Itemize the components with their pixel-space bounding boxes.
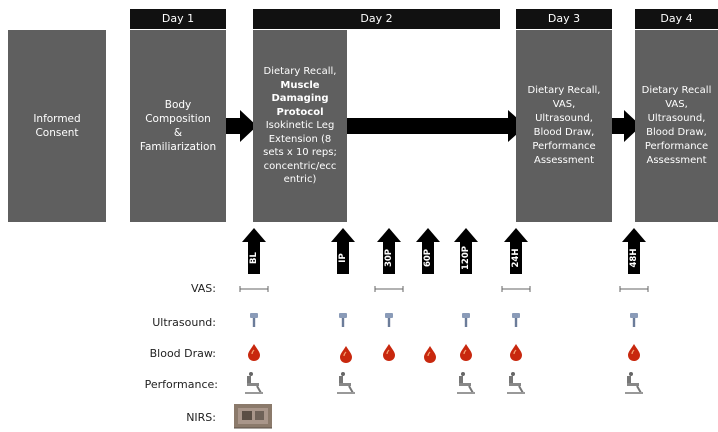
day2-rest-3: sets x 10 reps;: [263, 147, 337, 159]
day-2-header: Day 2: [253, 9, 500, 29]
performance-icon-ip: [336, 371, 356, 395]
ultrasound-icon-48h: [630, 313, 638, 327]
day4-box: Dietary Recall VAS, Ultrasound, Blood Dr…: [635, 30, 718, 222]
nirs-device-icon: [234, 404, 272, 429]
day3-line-2: VAS,: [552, 99, 576, 110]
ultrasound-icon-30p: [385, 313, 393, 327]
day4-line-3: Ultrasound,: [647, 113, 706, 124]
timepoint-arrow-60p: [416, 228, 440, 274]
day4-line-5: Performance: [644, 141, 709, 152]
day1-line-3: &: [173, 127, 183, 139]
day2-bold-1: Muscle: [280, 79, 320, 91]
day1-line-4: Familiarization: [139, 141, 217, 153]
day4-line-6: Assessment: [646, 155, 707, 166]
day3-line-4: Blood Draw,: [533, 127, 595, 138]
day3-line-6: Assessment: [534, 155, 594, 166]
day2-rest-1: Isokinetic Leg: [265, 120, 335, 132]
blood-drop-icon-30p: [382, 343, 396, 362]
day3-line-5: Performance: [532, 141, 596, 152]
day1-line-2: Composition: [145, 113, 211, 125]
timepoint-arrow-24h: [504, 228, 528, 274]
ultrasound-icon-120p: [462, 313, 470, 327]
ultrasound-icon-ip: [339, 313, 347, 327]
day-3-header: Day 3: [516, 9, 612, 29]
day2-rest-4: concentric/ecc: [263, 160, 337, 172]
informed-consent-box: Informed Consent: [8, 30, 106, 222]
blood-drop-icon-48h: [627, 343, 641, 362]
timepoint-arrow-ip: [331, 228, 355, 274]
day2-box: Dietary Recall, Muscle Damaging Protocol…: [253, 30, 347, 222]
blood-drop-icon-bl: [247, 343, 261, 362]
vas-marker-24h: [501, 285, 531, 293]
ultrasound-icon-24h: [512, 313, 520, 327]
row-label-blood-draw: Blood Draw:: [149, 347, 216, 360]
row-label-ultrasound: Ultrasound:: [152, 316, 216, 329]
arrow-day1-to-day2: [224, 110, 257, 142]
blood-drop-icon-24h: [509, 343, 523, 362]
timepoint-arrow-120p: [454, 228, 478, 274]
vas-marker-30p: [374, 285, 404, 293]
day2-line-1: Dietary Recall,: [263, 66, 337, 78]
day2-rest-5: entric): [283, 174, 317, 186]
arrow-day3-to-day4: [610, 110, 641, 142]
day4-line-2: VAS,: [665, 99, 688, 110]
arrow-day2-to-day3: [344, 110, 526, 142]
day-4-header: Day 4: [635, 9, 718, 29]
performance-icon-bl: [244, 371, 264, 395]
row-label-nirs: NIRS:: [186, 411, 216, 424]
timepoint-arrow-48h: [622, 228, 646, 274]
day2-bold-3: Protocol: [276, 106, 324, 118]
consent-line-2: Consent: [35, 127, 79, 139]
day2-rest-2: Extension (8: [268, 133, 332, 145]
performance-icon-120p: [456, 371, 476, 395]
day4-line-1: Dietary Recall: [641, 85, 712, 96]
timepoint-arrow-bl: [242, 228, 266, 274]
vas-marker-bl: [239, 285, 269, 293]
day1-box: Body Composition & Familiarization: [130, 30, 226, 222]
timepoint-arrow-30p: [377, 228, 401, 274]
performance-icon-24h: [506, 371, 526, 395]
day-1-header: Day 1: [130, 9, 226, 29]
blood-drop-icon-60p: [423, 345, 437, 364]
performance-icon-48h: [624, 371, 644, 395]
day2-bold-2: Damaging: [271, 93, 329, 105]
ultrasound-icon-bl: [250, 313, 258, 327]
day3-line-1: Dietary Recall,: [527, 85, 601, 96]
row-label-vas: VAS:: [190, 282, 216, 295]
row-label-performance: Performance:: [144, 378, 218, 391]
vas-marker-48h: [619, 285, 649, 293]
day4-line-4: Blood Draw,: [646, 127, 707, 138]
consent-line-1: Informed: [33, 113, 81, 125]
day3-box: Dietary Recall, VAS, Ultrasound, Blood D…: [516, 30, 612, 222]
blood-drop-icon-120p: [459, 343, 473, 362]
day1-line-1: Body: [164, 99, 192, 111]
day3-line-3: Ultrasound,: [535, 113, 593, 124]
blood-drop-icon-ip: [339, 345, 353, 364]
